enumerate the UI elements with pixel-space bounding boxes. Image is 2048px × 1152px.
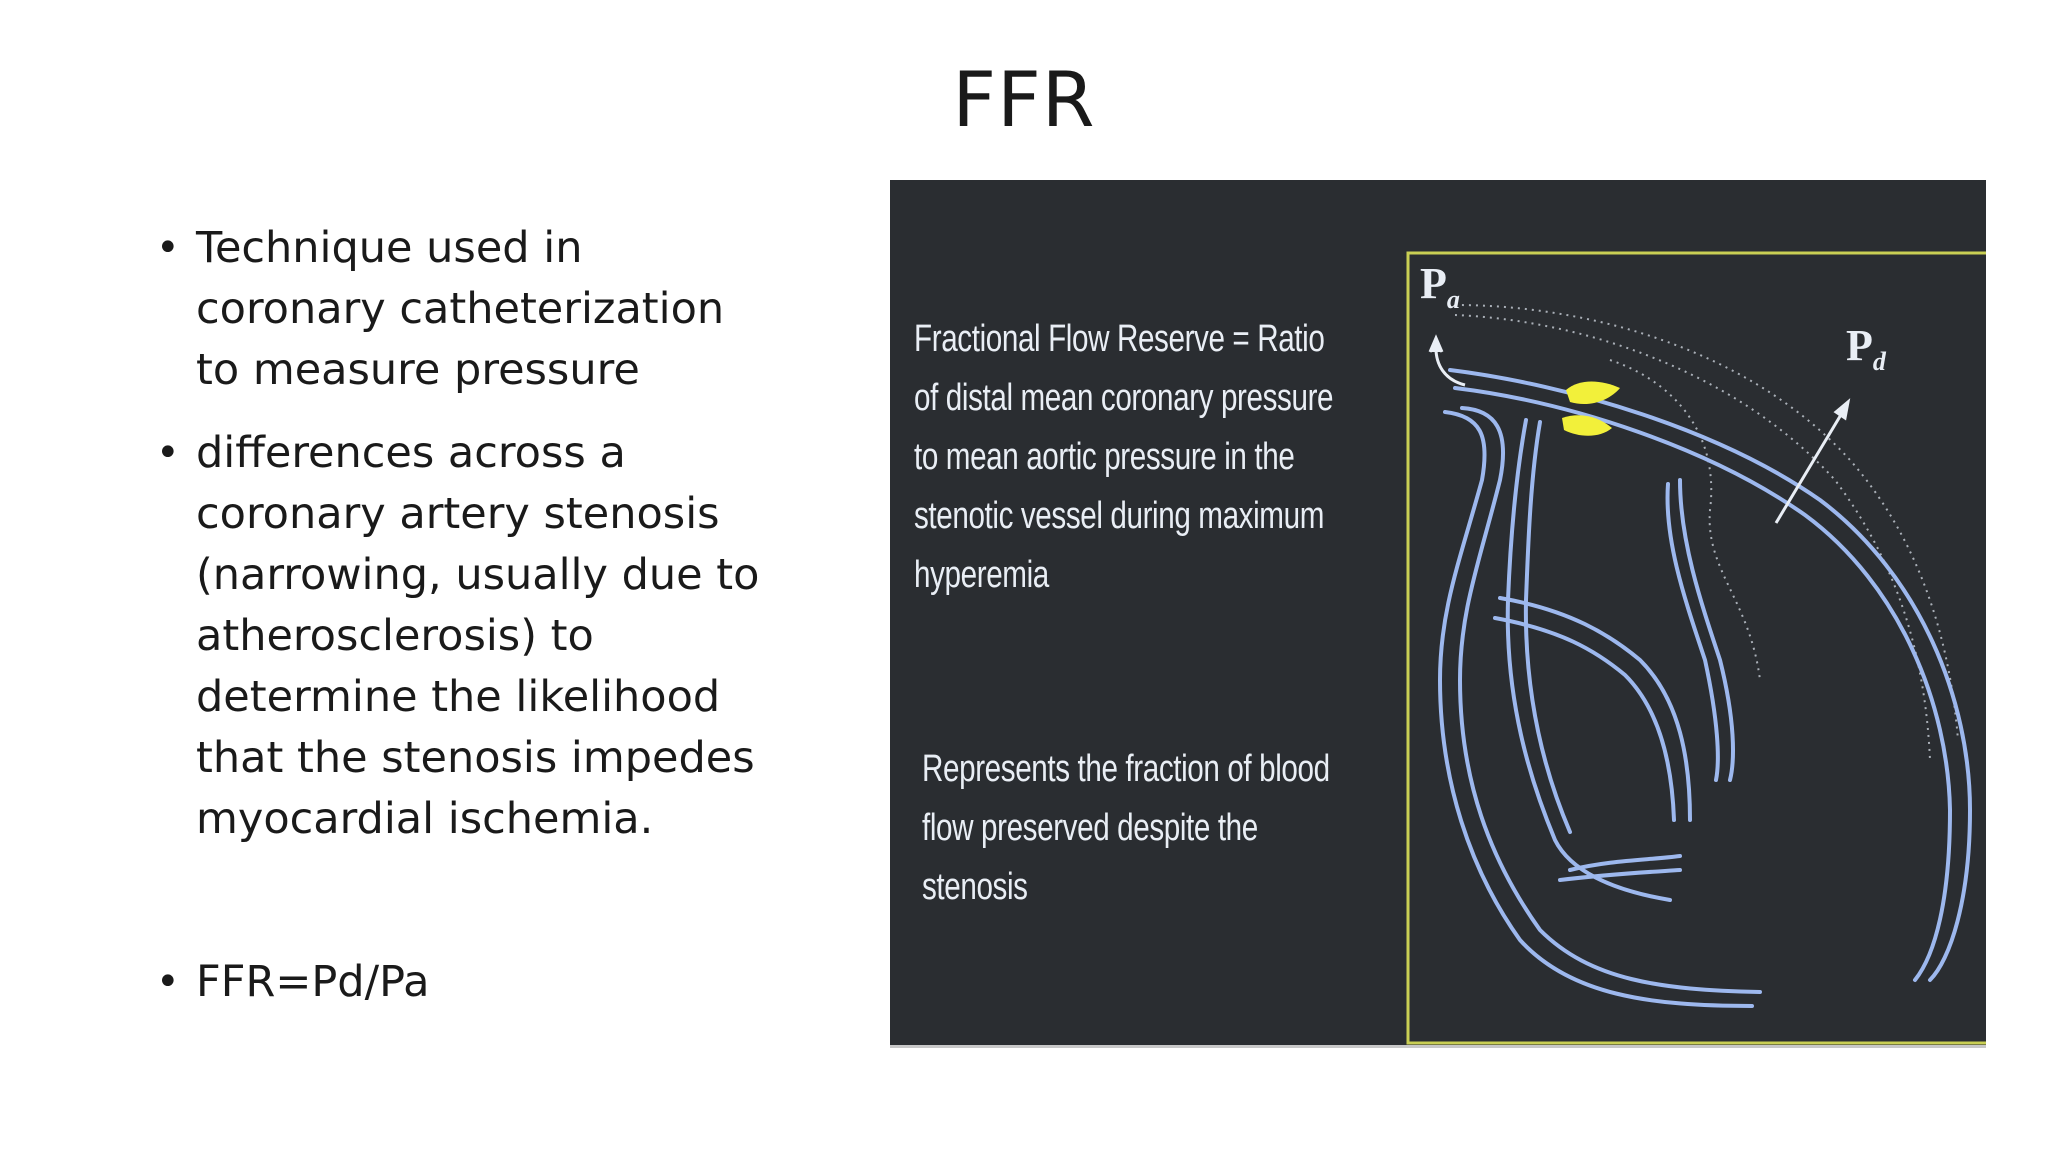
main-vessel: [1448, 368, 1973, 982]
right-branch: [1665, 478, 1735, 782]
bullet-line: (narrowing, usually due to: [196, 550, 760, 600]
bullet-line: that the stenosis impedes: [196, 733, 755, 783]
ffr-represents-text: Represents the fraction of blood flow pr…: [922, 748, 1330, 908]
bullet-list: • Technique used in coronary catheteriza…: [148, 218, 848, 1035]
bullet-line: atherosclerosis) to: [196, 611, 594, 661]
bullet-formula: • FFR=Pd/Pa: [148, 952, 848, 1013]
diagram-frame: [1406, 251, 1986, 1045]
bullet-line: myocardial ischemia.: [196, 794, 654, 844]
stenosis-marks: [1562, 381, 1620, 436]
bullet-technique: • Technique used in coronary catheteriza…: [148, 218, 848, 401]
ffr-diagram: Pa Pd Fractional Flow Reserve = Ratio of…: [890, 180, 1986, 1048]
dotted-guide-branch: [1609, 359, 1761, 681]
bullet-dot-icon: •: [156, 430, 180, 476]
pa-label: Pa: [1420, 259, 1460, 314]
bullet-line: Technique used in: [196, 223, 583, 273]
bullet-dot-icon: •: [156, 225, 180, 271]
middle-branch: [1505, 418, 1682, 902]
pd-arrow-icon: [1774, 398, 1851, 524]
bullet-line: coronary catheterization: [196, 284, 725, 334]
slide-title: FFR: [952, 55, 1096, 144]
cross-branch: [1493, 596, 1692, 822]
pa-arrow-icon: [1428, 334, 1466, 387]
bullet-line: to measure pressure: [196, 345, 640, 395]
bullet-line: differences across a: [196, 428, 626, 478]
bullet-line: determine the likelihood: [196, 672, 721, 722]
left-branch: [1437, 406, 1762, 1008]
bullet-differences: • differences across a coronary artery s…: [148, 423, 848, 850]
bullet-line: coronary artery stenosis: [196, 489, 720, 539]
ffr-definition-text: Fractional Flow Reserve = Ratio of dista…: [914, 318, 1334, 596]
coronary-artery-illustration: [1406, 251, 1986, 1045]
bullet-line: FFR=Pd/Pa: [196, 957, 430, 1007]
bullet-dot-icon: •: [156, 959, 180, 1005]
pd-label: Pd: [1846, 321, 1886, 376]
